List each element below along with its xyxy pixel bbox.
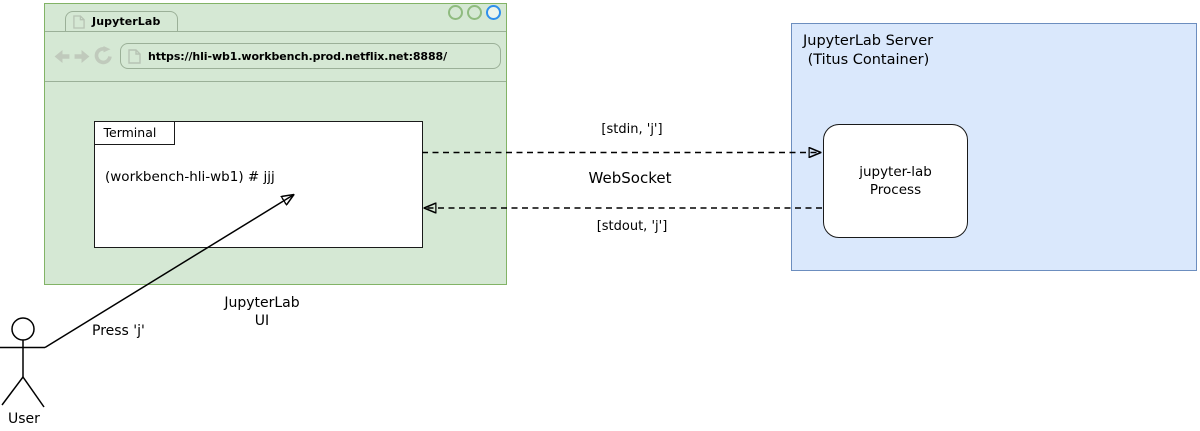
stdout-label: [stdout, 'j'] [596,219,668,234]
user-actor-icon [0,317,45,408]
page-icon [73,14,85,29]
terminal-prompt-text: (workbench-hli-wb1) # jjj [105,169,275,185]
forward-button[interactable] [73,49,90,63]
browser-tab[interactable]: JupyterLab [65,11,178,31]
back-button[interactable] [53,49,70,63]
browser-window: JupyterLab https://h [44,3,507,285]
chrome-divider-bottom [45,81,506,82]
chrome-divider-top [45,31,506,32]
user-label: User [8,411,40,427]
url-bar[interactable]: https://hli-wb1.workbench.prod.netflix.n… [120,43,501,69]
jupyterlab-ui-caption: JupyterLab UI [224,295,300,329]
terminal-box[interactable]: Terminal (workbench-hli-wb1) # jjj [93,120,423,248]
page-icon [128,48,141,64]
url-text: https://hli-wb1.workbench.prod.netflix.n… [148,49,448,63]
terminal-tab-label: Terminal [103,125,157,140]
terminal-tab[interactable]: Terminal [93,120,175,145]
server-box: JupyterLab Server (Titus Container) jupy… [791,23,1197,271]
back-arrow-icon [54,49,69,63]
window-control-circle-1[interactable] [448,5,463,20]
refresh-button[interactable] [94,46,113,65]
process-label: jupyter-lab Process [859,164,932,198]
websocket-label: WebSocket [588,169,672,187]
window-control-circle-2[interactable] [467,5,482,20]
browser-tab-label: JupyterLab [92,15,161,28]
stdin-label: [stdin, 'j'] [601,122,663,137]
refresh-icon [94,46,112,65]
process-box: jupyter-lab Process [823,124,968,238]
server-title: JupyterLab Server (Titus Container) [803,33,934,68]
press-j-label: Press 'j' [92,323,145,339]
forward-arrow-icon [74,49,89,63]
window-control-circle-active[interactable] [486,5,501,20]
